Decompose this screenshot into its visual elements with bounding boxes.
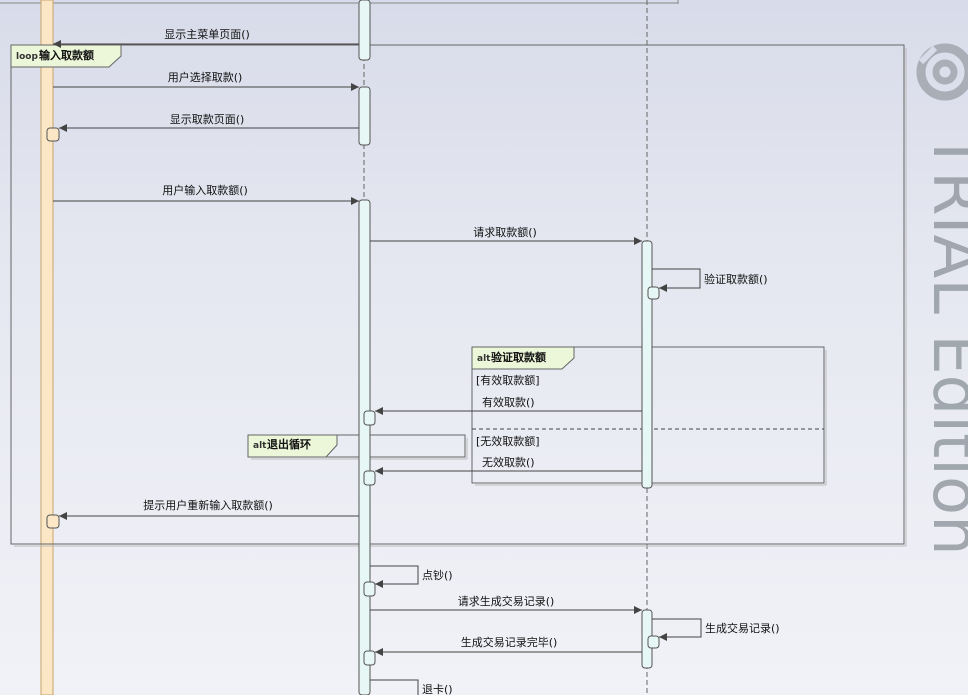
user-activation <box>46 514 60 529</box>
loop-keyword: loop <box>16 52 38 62</box>
system-activation-nested <box>363 581 376 597</box>
alt-validate-tab <box>471 346 575 370</box>
bank-activation <box>641 240 653 489</box>
alt-validate-keyword: alt <box>477 354 491 364</box>
message-label: 请求取款额() <box>473 225 537 239</box>
self-message-arrow <box>652 268 701 292</box>
message-label: 显示主菜单页面() <box>164 28 250 41</box>
guard-invalid: [无效取款额] <box>476 434 540 448</box>
self-message-arrow <box>370 565 419 588</box>
alt-exit-keyword: alt <box>253 441 267 451</box>
bank-activation-nested <box>647 286 660 300</box>
system-activation <box>358 199 371 695</box>
loop-name: 输入取款额 <box>39 48 94 62</box>
system-activation <box>358 0 371 61</box>
user-activation <box>46 127 60 142</box>
system-activation-nested <box>363 470 376 486</box>
message-label: 提示用户重新输入取款额() <box>143 498 273 512</box>
message-label: 验证取款额() <box>704 272 768 286</box>
alt-exit-name: 退出循环 <box>267 437 311 451</box>
watermark-text: TRIAL Edition <box>918 131 968 556</box>
message-label: 生成交易记录完毕() <box>461 635 558 649</box>
message-label: 显示取款页面() <box>170 112 245 126</box>
self-message-arrow <box>370 679 419 695</box>
system-activation <box>358 86 371 146</box>
trial-watermark: TRIAL Edition <box>916 43 968 556</box>
self-message-arrow <box>652 618 702 641</box>
watermark-logo-icon <box>916 43 968 101</box>
message-label: 有效取款() <box>482 395 535 409</box>
guard-valid: [有效取款额] <box>476 373 540 387</box>
system-activation-nested <box>363 650 376 666</box>
alt-validate-name: 验证取款额 <box>491 350 546 364</box>
loop-frame <box>10 44 905 545</box>
message-label: 用户选择取款() <box>168 70 243 84</box>
message-label: 无效取款() <box>482 455 535 469</box>
message-label: 退卡() <box>422 683 453 695</box>
message-label: 请求生成交易记录() <box>458 594 555 608</box>
alt-exit-tab <box>247 434 338 458</box>
message-label: 用户输入取款额() <box>162 183 248 197</box>
user-lifeline <box>40 0 54 695</box>
loop-frame-tab <box>10 44 122 68</box>
system-activation-nested <box>363 410 376 426</box>
message-label: 点钞() <box>422 568 453 582</box>
message-label: 生成交易记录() <box>705 621 780 635</box>
bank-activation-nested <box>647 635 660 649</box>
